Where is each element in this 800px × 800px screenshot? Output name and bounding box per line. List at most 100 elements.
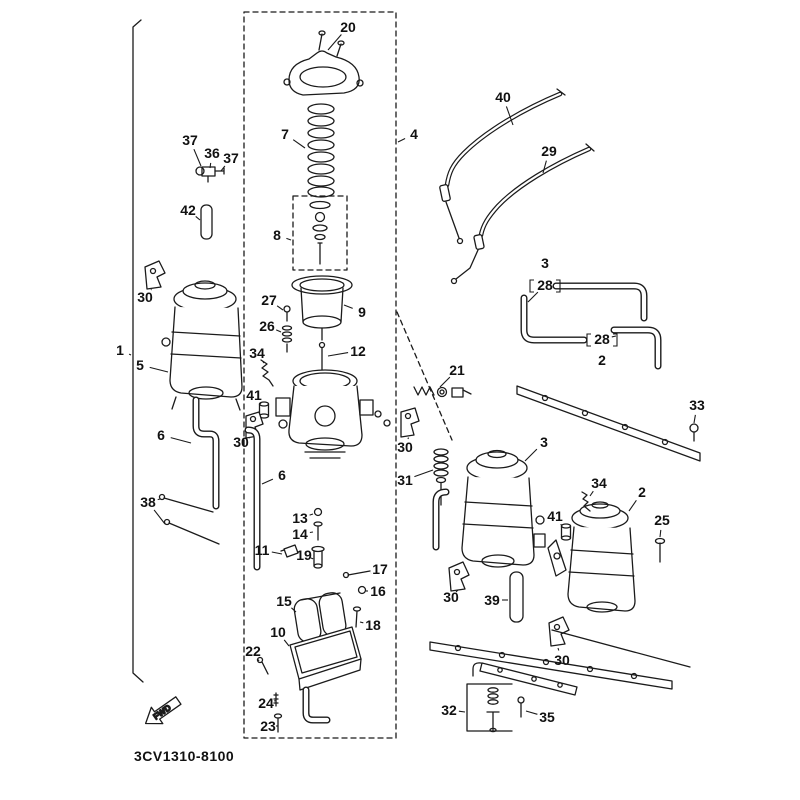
assembly-dashed-box [243,11,397,739]
leader-line [149,366,169,373]
part-callout-19: 19 [296,547,312,563]
throttle-cable-1 [439,88,566,245]
part-callout-22: 22 [245,643,261,659]
leader-line [525,710,538,715]
valve-seat-parts [280,507,325,569]
leader-line [150,289,152,291]
leader-line [611,335,617,338]
drain-screw-set-32 [466,683,513,733]
part-callout-16: 16 [370,583,386,599]
part-callout-9: 9 [358,304,366,320]
part-callout-33: 33 [689,397,705,413]
part-callout-41: 41 [246,387,262,403]
leader-line [157,498,161,501]
leader-line [327,352,349,357]
mounting-rail-upper [516,385,701,462]
assembly-link-dashes [396,311,453,441]
part-callout-30: 30 [397,439,413,455]
leader-line [291,607,297,613]
part-callout-27: 27 [261,292,277,308]
leader-line [259,402,262,405]
part-callout-17: 17 [372,561,388,577]
part-callout-11: 11 [255,542,270,558]
leader-line [193,148,202,167]
part-callout-8: 8 [273,227,281,243]
part-callout-15: 15 [276,593,292,609]
leader-line [560,523,563,527]
part-callout-42: 42 [180,202,196,218]
part-callout-12: 12 [350,343,366,359]
bowl-screws [256,656,283,733]
leader-line [286,237,292,241]
spring-screw-31 [433,448,449,506]
diaphragm-piston [291,275,353,341]
part-callout-3: 3 [540,434,548,450]
part-callout-41: 41 [547,508,563,524]
pilot-screw-left [260,359,274,387]
leader-line [276,305,284,311]
leader-line [414,469,434,478]
leader-line [439,376,451,388]
leader-line [261,478,274,485]
leader-line [455,589,459,593]
part-callout-34: 34 [249,345,265,361]
part-callout-3: 3 [541,255,549,271]
leader-line [343,304,353,309]
leader-line [524,448,538,462]
float-bowl [289,626,362,724]
callout-bracket [586,333,618,347]
screw-35 [517,696,525,718]
plug-41-right [560,523,572,541]
part-callout-30: 30 [137,289,153,305]
part-callout-38: 38 [140,494,156,510]
leader-line [257,659,260,662]
leader-line [195,215,201,221]
assembly-brace-line [132,19,144,683]
carburetor-body-center [275,369,391,459]
leader-line [589,490,594,497]
mounting-rail-lower [429,641,673,690]
leader-line [505,106,514,126]
part-callout-30: 30 [233,434,249,450]
part-callout-4: 4 [410,126,418,142]
screw-33 [689,423,699,442]
part-callout-21: 21 [449,362,465,378]
vent-hoses-28 [520,282,662,370]
leader-line [283,639,290,647]
vacuum-chamber-cover [283,30,364,96]
part-callout-35: 35 [539,709,555,725]
joint-fitting [195,166,225,183]
part-callout-20: 20 [340,19,356,35]
part-callout-40: 40 [495,89,511,105]
leader-line [527,291,539,303]
leader-line [209,162,212,169]
part-callout-28: 28 [594,331,610,347]
part-callout-14: 14 [292,526,308,542]
part-callout-18: 18 [365,617,381,633]
part-callout-30: 30 [554,652,570,668]
leader-line [659,529,662,538]
part-callout-36: 36 [204,145,220,161]
part-callout-10: 10 [270,624,286,640]
part-callout-25: 25 [654,512,670,528]
piston-spring [307,103,335,198]
leader-line [220,165,226,172]
part-callout-34: 34 [591,475,607,491]
leader-line [397,138,406,143]
part-callout-6: 6 [157,427,165,443]
connector-rod [551,629,691,668]
mount-bracket-left [144,260,166,290]
part-callout-1: 1 [116,342,124,358]
part-callout-23: 23 [260,718,276,734]
needle-set [292,195,348,271]
fwd-arrow: FWD [144,696,182,725]
leader-line [542,160,547,174]
leader-line [458,710,466,713]
leader-line [359,621,364,624]
spring-washer-set-21 [413,386,472,398]
screw-27-spring-26 [281,305,293,353]
carburetor-3 [432,449,546,568]
part-callout-5: 5 [136,357,144,373]
